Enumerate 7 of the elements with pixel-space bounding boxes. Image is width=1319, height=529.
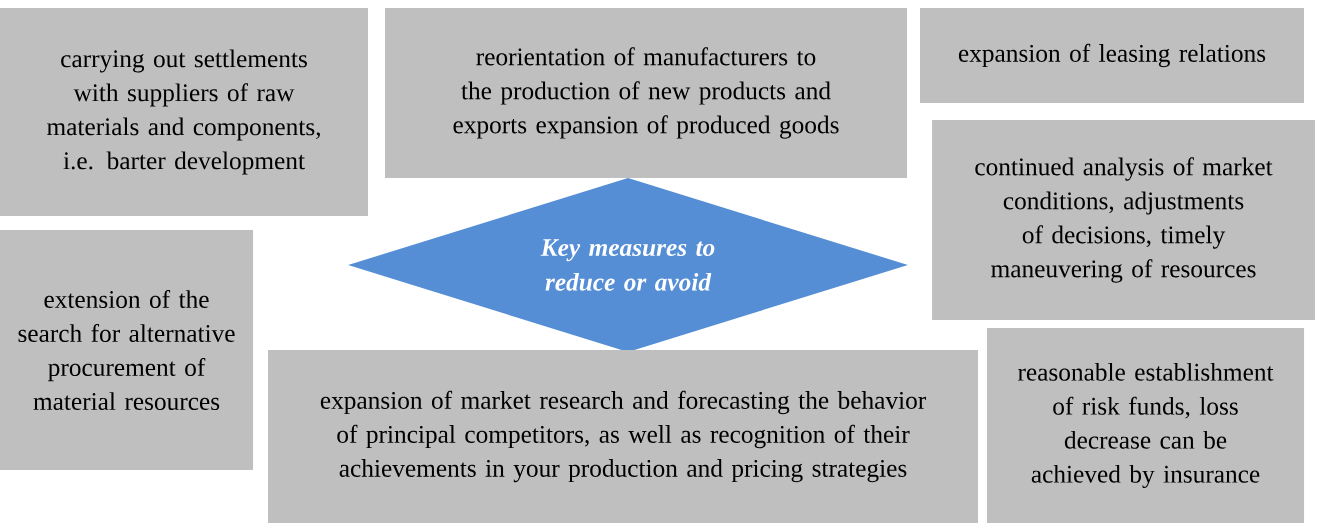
text-box: reorientation of manufacturers to the production of new products and exports expansion of produced goods: [385, 8, 907, 178]
text-box: expansion of leasing relations: [920, 8, 1304, 103]
text-box: extension of the search for alternative procurement of material resources: [0, 230, 254, 470]
text-box: expansion of market research and forecasting the behavior of principal competitors, as well as recognition of their achievements in your production and pricing strategies: [268, 349, 978, 524]
text-box: reasonable establishment of risk funds, loss decrease can be achieved by insurance: [987, 328, 1305, 523]
text-box: continued analysis of market conditions, adjustments of decisions, timely maneuvering of resources: [932, 120, 1315, 320]
text-box: carrying out settlements with suppliers of raw materials and components, i.e. barter development: [0, 8, 368, 216]
